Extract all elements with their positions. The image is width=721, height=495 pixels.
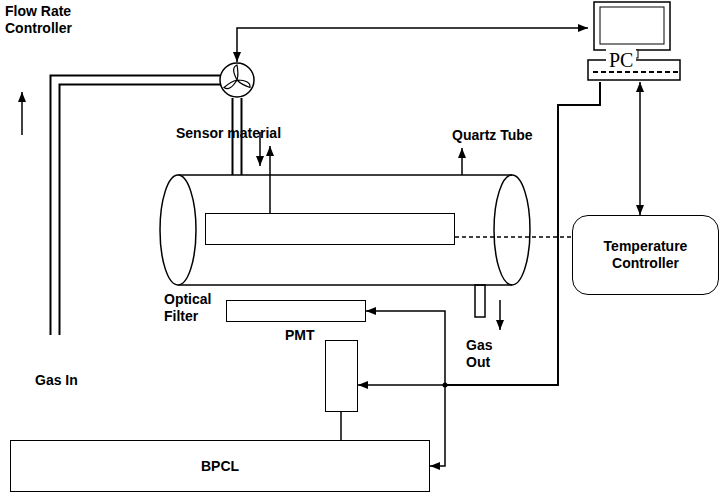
node-label: Temperature Controller [573,238,718,272]
computer: PC [588,0,680,82]
sensor-material: Sensor material [205,213,455,245]
gas-label: Gas In [35,372,78,389]
node-label: BPCL [201,458,239,475]
tube-outline [160,175,530,285]
bpcl-box: BPCL [10,440,430,492]
fan-symbol [219,62,255,98]
leader-arrow [461,148,463,175]
optical-filter: Optical Filter [226,300,366,322]
quartz-tube: Sensor materialQuartz Tube [160,175,530,285]
gas-label: Gas Out [466,337,506,371]
flow-controller: Flow Rate Controller [219,62,255,98]
temperature-controller: Temperature Controller [572,215,719,295]
signal-line [341,412,342,440]
node-label: PMT [285,327,315,344]
signal-line [237,28,588,62]
flow-arrow [499,300,501,330]
node-label: Sensor material [176,125,281,142]
node-label: PC [606,49,636,71]
node-label: Optical Filter [164,291,224,325]
pmt-box: PMT [325,340,358,412]
flow-arrow [21,92,23,135]
node-label: Flow Rate Controller [5,3,105,37]
gas-outlet-pipe [475,285,485,317]
signal-line [455,237,572,238]
leader-arrow [269,146,271,213]
node-label: Quartz Tube [452,127,533,144]
signal-line [640,82,641,215]
